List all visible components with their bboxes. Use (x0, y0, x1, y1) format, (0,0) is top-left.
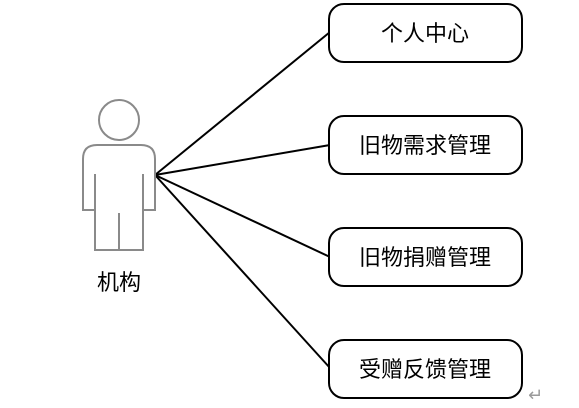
use-case-box (328, 115, 523, 175)
use-case-box (328, 227, 523, 287)
use-case-donation-feedback-management: 受赠反馈管理 (328, 339, 523, 399)
use-case-item-donation-management: 旧物捐赠管理 (328, 227, 523, 287)
use-case-label: 旧物需求管理 (359, 134, 491, 159)
association-line-1 (154, 31, 331, 176)
use-case-label: 个人中心 (381, 22, 469, 47)
association-line-2 (154, 144, 331, 176)
association-line-3 (154, 174, 331, 258)
paragraph-mark-icon: ↵ (528, 385, 543, 406)
use-case-box (328, 3, 523, 63)
use-case-label: 旧物捐赠管理 (359, 246, 491, 271)
use-case-box (328, 339, 523, 399)
use-case-label: 受赠反馈管理 (359, 358, 491, 383)
use-case-item-demand-management: 旧物需求管理 (328, 115, 523, 175)
use-case-personal-center: 个人中心 (328, 3, 523, 63)
association-line-4 (154, 174, 331, 369)
actor-head (98, 99, 140, 141)
actor-icon (82, 99, 156, 251)
actor-label: 机构 (97, 271, 141, 296)
actor-body (82, 144, 156, 251)
